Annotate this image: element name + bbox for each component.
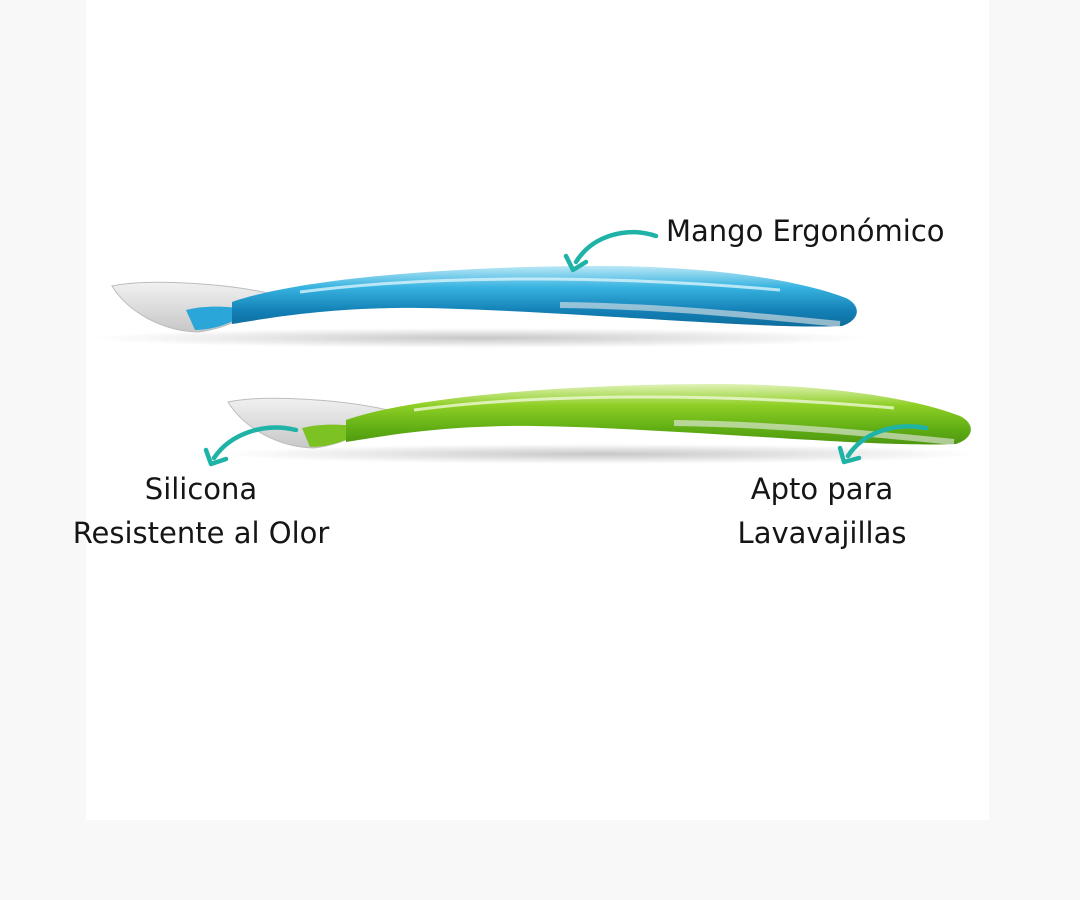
dishwasher-callout-line2: Lavavajillas <box>737 516 907 550</box>
dishwasher-callout-line1: Apto para <box>750 472 894 506</box>
curved-arrow-icon <box>837 424 929 465</box>
curved-arrow-icon <box>563 230 659 273</box>
blue-spoon <box>90 266 870 348</box>
handle-callout-label: Mango Ergonómico <box>666 209 986 253</box>
green-spoon <box>220 384 980 464</box>
handle-callout-text: Mango Ergonómico <box>666 214 945 248</box>
tip-callout-label: Silicona Resistente al Olor <box>56 467 346 555</box>
tip-callout-line2: Resistente al Olor <box>72 516 330 550</box>
tip-callout-line1: Silicona <box>144 472 258 506</box>
curved-arrow-icon <box>203 425 299 467</box>
dishwasher-callout-label: Apto para Lavavajillas <box>712 467 932 555</box>
